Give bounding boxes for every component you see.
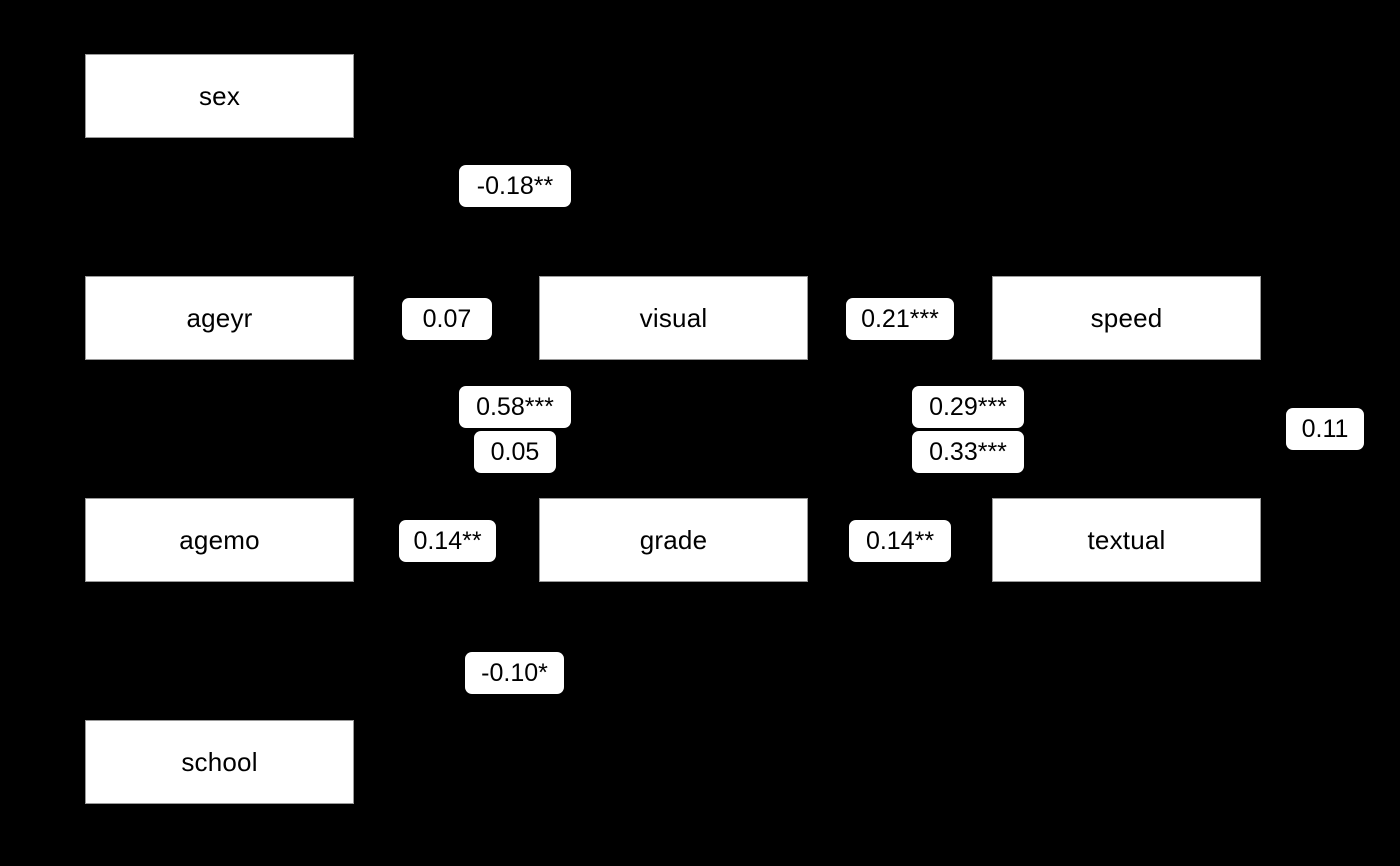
- edge-label-text: 0.14**: [413, 526, 482, 555]
- node-sex[interactable]: sex: [85, 54, 354, 138]
- node-school[interactable]: school: [85, 720, 354, 804]
- edge-label-text: -0.18**: [476, 171, 554, 200]
- edge-label-visual-textual[interactable]: 0.29***: [912, 386, 1024, 428]
- edge-label-text: 0.58***: [476, 392, 554, 421]
- node-agemo[interactable]: agemo: [85, 498, 354, 582]
- node-grade[interactable]: grade: [539, 498, 808, 582]
- node-label: sex: [198, 80, 241, 111]
- edge-label-grade-textual[interactable]: 0.33***: [912, 431, 1024, 473]
- node-textual[interactable]: textual: [992, 498, 1261, 582]
- edge-label-agemo-grade[interactable]: 0.14**: [399, 520, 496, 562]
- edge-label-sex-visual[interactable]: -0.18**: [459, 165, 571, 207]
- node-speed[interactable]: speed: [992, 276, 1261, 360]
- node-label: school: [181, 746, 258, 777]
- node-label: visual: [639, 302, 708, 333]
- node-label: textual: [1087, 524, 1166, 555]
- node-visual[interactable]: visual: [539, 276, 808, 360]
- node-label: ageyr: [186, 302, 253, 333]
- node-ageyr[interactable]: ageyr: [85, 276, 354, 360]
- edge-label-text: 0.33***: [929, 437, 1007, 466]
- edge-label-visual-speed[interactable]: 0.21***: [846, 298, 954, 340]
- edge-label-ageyr-grade[interactable]: 0.58***: [459, 386, 571, 428]
- edge-label-text: 0.05: [490, 437, 540, 466]
- edge-label-text: 0.21***: [861, 304, 939, 333]
- edge-label-speed-textual[interactable]: 0.11: [1286, 408, 1364, 450]
- edge-label-text: 0.29***: [929, 392, 1007, 421]
- edge-label-text: 0.11: [1301, 414, 1349, 443]
- node-label: speed: [1090, 302, 1163, 333]
- edge-label-text: -0.10*: [481, 658, 548, 687]
- edge-label-text: 0.14**: [865, 526, 935, 555]
- edge-label-grade-textual-2[interactable]: 0.14**: [849, 520, 951, 562]
- edge-label-agemo-visual[interactable]: 0.05: [474, 431, 556, 473]
- node-label: agemo: [179, 524, 260, 555]
- edge-label-school-grade[interactable]: -0.10*: [465, 652, 564, 694]
- node-label: grade: [639, 524, 708, 555]
- edge-label-text: 0.07: [422, 304, 472, 333]
- edge-label-ageyr-visual[interactable]: 0.07: [402, 298, 492, 340]
